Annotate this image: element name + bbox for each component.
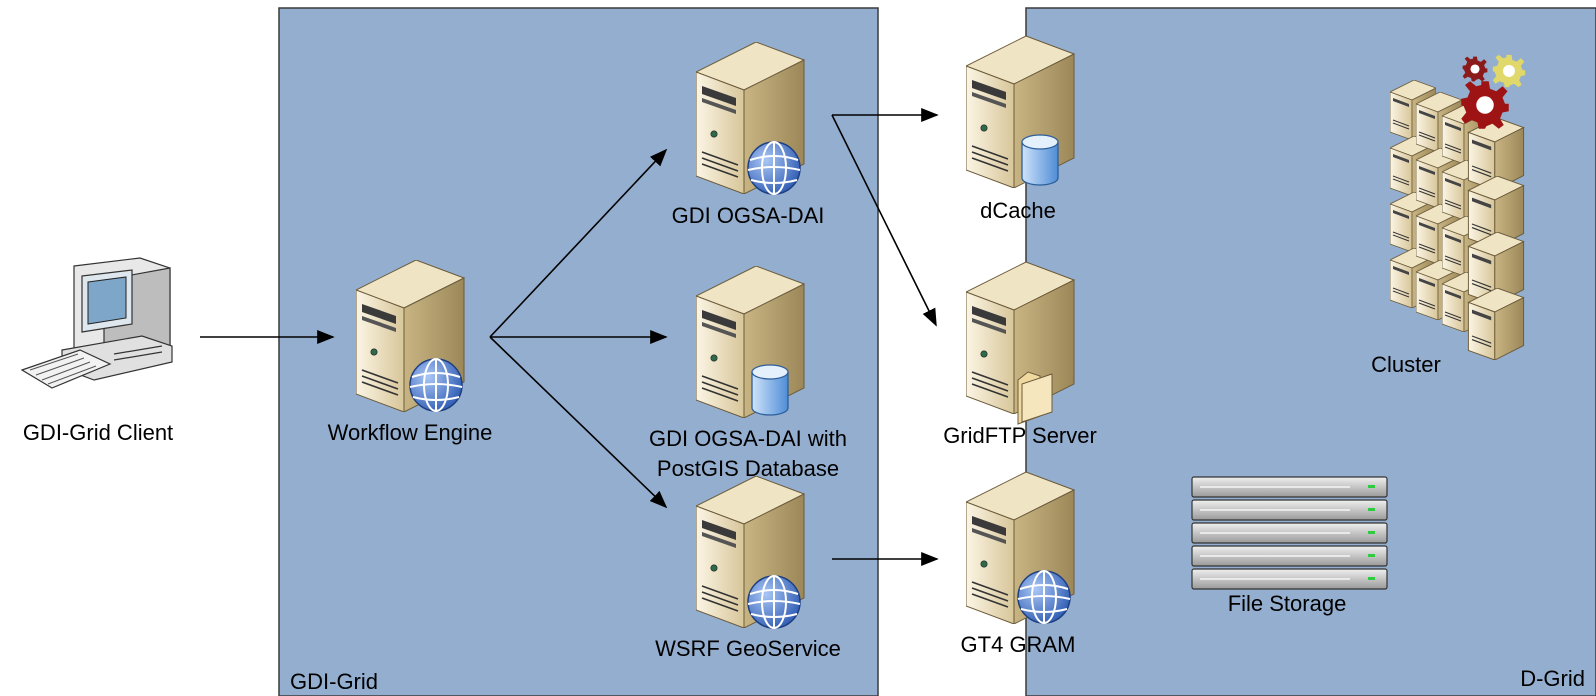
dcache-label: dCache: [980, 198, 1056, 223]
dcache-database-icon: [1021, 134, 1059, 186]
client-label: GDI-Grid Client: [23, 420, 173, 445]
gdi-grid-label: GDI-Grid: [290, 669, 378, 694]
workflow-globe-icon: [409, 358, 463, 412]
file-storage-rack-icon: [1191, 476, 1388, 590]
arrow-workflow-to-geoservice: [489, 336, 668, 509]
file-storage-label: File Storage: [1228, 591, 1347, 616]
gridftp-label: GridFTP Server: [943, 423, 1097, 448]
client-computer-icon: [20, 257, 173, 389]
gram-globe-icon: [1017, 570, 1071, 624]
postgis-database-icon: [751, 364, 789, 416]
geoservice-label: WSRF GeoService: [655, 636, 841, 661]
geoservice-globe-icon: [747, 575, 801, 629]
gram-label: GT4 GRAM: [961, 632, 1076, 657]
gridftp-folder-icon: [1017, 371, 1053, 425]
d-grid-label: D-Grid: [1520, 666, 1585, 691]
workflow-label: Workflow Engine: [328, 420, 493, 445]
ogsa-dai-postgis-label-line1: GDI OGSA-DAI with: [649, 426, 847, 451]
connectors: [200, 107, 939, 567]
ogsa-dai-globe-icon: [747, 141, 801, 195]
ogsa-dai-label: GDI OGSA-DAI: [672, 203, 825, 228]
ogsa-dai-postgis-label-line2: PostGIS Database: [657, 456, 839, 481]
arrow-ogsa-dai-to-gridftp: [831, 114, 937, 327]
arrow-workflow-to-ogsa-dai: [489, 148, 668, 338]
cluster-label: Cluster: [1371, 352, 1441, 377]
